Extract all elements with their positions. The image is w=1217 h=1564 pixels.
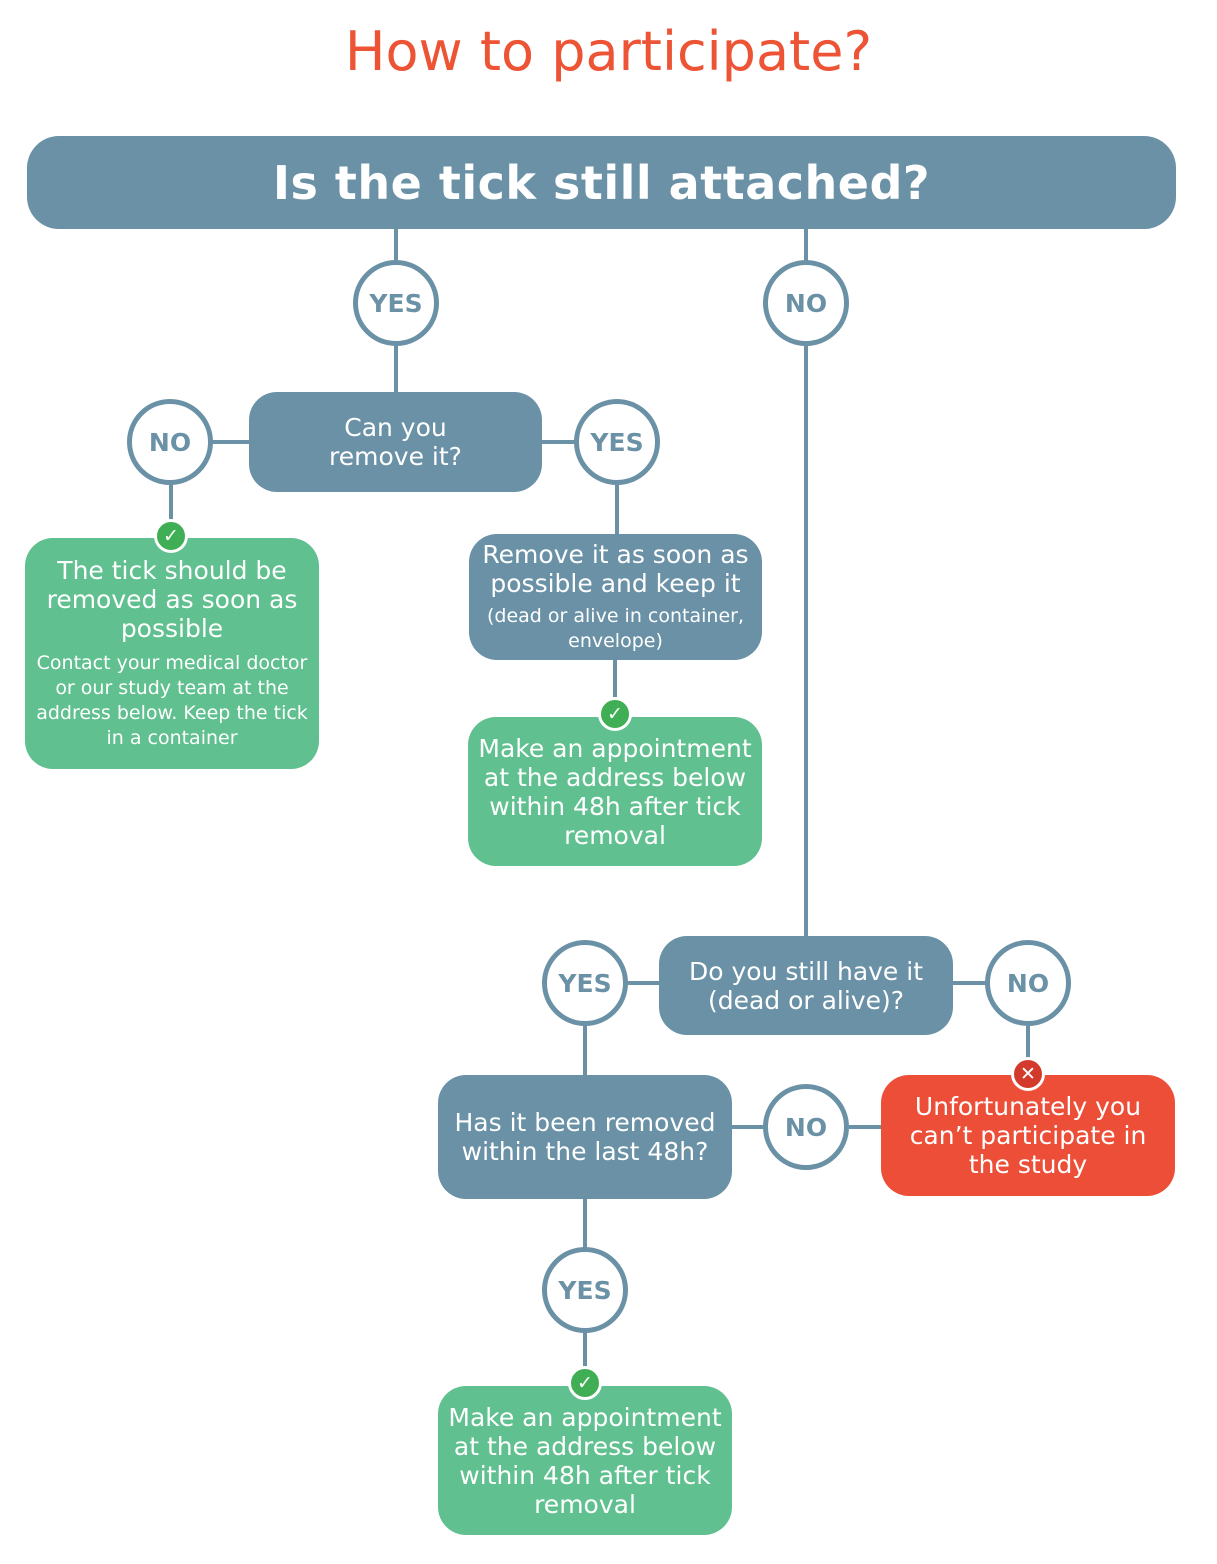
appointment-text-2: Make an appointment at the address below…: [448, 1402, 722, 1519]
answer-no-48h: NO: [763, 1084, 849, 1170]
can-remove-text: Can you remove it?: [329, 413, 462, 471]
answer-yes-attached: YES: [353, 260, 439, 346]
check-icon: ✓: [154, 519, 188, 553]
appointment-text-1: Make an appointment at the address below…: [478, 733, 752, 850]
answer-yes-48h: YES: [542, 1247, 628, 1333]
cannot-remove-box: The tick should be removed as soon as po…: [25, 538, 319, 769]
check-icon: ✓: [568, 1366, 602, 1400]
cannot-remove-title: The tick should be removed as soon as po…: [46, 556, 298, 643]
appointment-box-1: Make an appointment at the address below…: [468, 717, 762, 866]
cannot-remove-detail: Contact your medical doctor or our study…: [36, 652, 308, 749]
answer-yes-remove: YES: [574, 399, 660, 485]
page-title: How to participate?: [344, 20, 873, 83]
can-remove-question: Can you remove it?: [249, 392, 542, 492]
remove-keep-box: Remove it as soon as possible and keep i…: [469, 534, 762, 660]
removed-48h-text: Has it been removed within the last 48h?: [454, 1108, 716, 1166]
remove-keep-title: Remove it as soon as possible and keep i…: [482, 540, 749, 598]
removed-48h-question: Has it been removed within the last 48h?: [438, 1075, 732, 1199]
check-icon: ✓: [598, 697, 632, 731]
cannot-participate-box: Unfortunately you can’t participate in t…: [881, 1075, 1175, 1196]
answer-no-have: NO: [985, 940, 1071, 1026]
main-question: Is the tick still attached?: [27, 136, 1176, 229]
cross-icon: ✕: [1011, 1057, 1045, 1091]
still-have-text: Do you still have it (dead or alive)?: [688, 956, 924, 1015]
answer-yes-have: YES: [542, 940, 628, 1026]
answer-no-attached: NO: [763, 260, 849, 346]
cannot-participate-text: Unfortunately you can’t participate in t…: [909, 1092, 1147, 1179]
remove-keep-detail: (dead or alive in container, envelope): [487, 605, 744, 652]
appointment-box-2: Make an appointment at the address below…: [438, 1386, 732, 1535]
answer-no-remove: NO: [127, 399, 213, 485]
still-have-question: Do you still have it (dead or alive)?: [659, 936, 953, 1035]
